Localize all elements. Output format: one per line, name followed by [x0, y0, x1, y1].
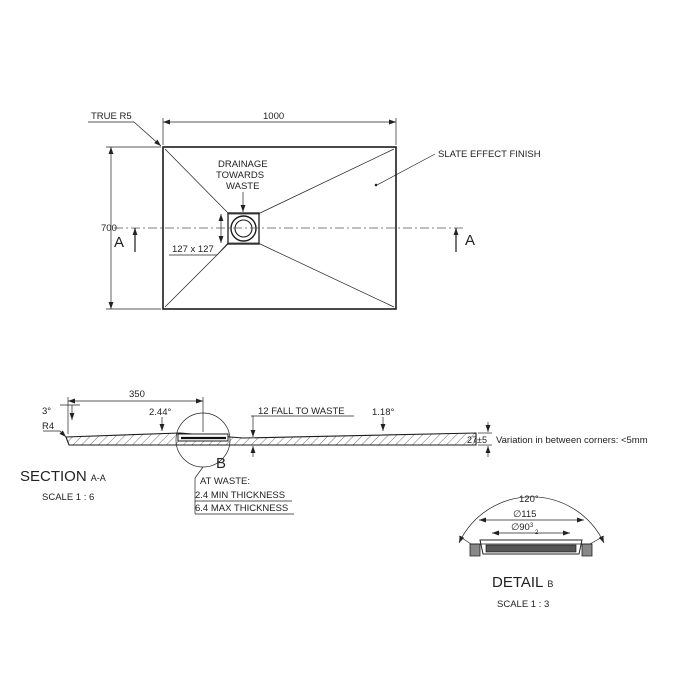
- radius-callout: TRUE R5: [88, 111, 162, 147]
- true-radius-label: TRUE R5: [91, 111, 132, 122]
- edge-radius-label: R4: [42, 421, 54, 432]
- slope-right-label: 1.18°: [372, 407, 394, 418]
- section-marker-right: A: [465, 232, 475, 249]
- section-arrow-right: A: [453, 228, 475, 252]
- waste-fitting-profile: [469, 539, 593, 557]
- waste-note-line-1: AT WASTE:: [200, 476, 250, 487]
- slope-right-callout: 1.18°: [372, 407, 394, 431]
- drainage-line-1: DRAINAGE: [218, 159, 268, 170]
- waste-note: AT WASTE: 2.4 MIN THICKNESS 6.4 MAX THIC…: [194, 466, 294, 515]
- width-dimension: 1000: [162, 111, 397, 145]
- height-dimension: 700: [101, 146, 161, 310]
- waste-drain: [227, 212, 260, 245]
- inner-diameter-tolerance-lower: 2: [535, 530, 539, 536]
- waste-size-label: 127 x 127: [172, 244, 214, 255]
- drainage-line-2: TOWARDS: [216, 170, 264, 181]
- thickness-label: 27±5: [467, 435, 487, 445]
- height-value: 700: [101, 223, 117, 234]
- finish-label: SLATE EFFECT FINISH: [438, 149, 541, 160]
- section-view: B 350 3° R4 2.44° 12 F: [20, 389, 648, 515]
- offset-dimension: 350: [67, 389, 204, 434]
- detail-angle-label: 120°: [519, 494, 539, 505]
- slope-left-callout: 2.44°: [149, 407, 171, 431]
- offset-value: 350: [129, 389, 145, 400]
- variation-label: Variation in between corners: <5mm: [496, 435, 648, 446]
- plan-view: A A 1000 700 TRUE R5 DRAINAGE: [88, 111, 541, 310]
- tray-outline: [162, 146, 397, 310]
- tray-section: [65, 432, 477, 446]
- detail-b-marker: B: [216, 455, 226, 472]
- section-arrow-left: A: [114, 228, 138, 252]
- slope-left-label: 2.44°: [149, 407, 171, 418]
- edge-angle-label: 3°: [42, 406, 51, 417]
- drainage-callout: DRAINAGE TOWARDS WASTE: [216, 159, 268, 212]
- angle-arc: [458, 496, 605, 544]
- drainage-line-3: WASTE: [226, 181, 259, 192]
- fall-callout: 12 FALL TO WASTE: [250, 406, 354, 457]
- waste-size-callout: 127 x 127: [169, 214, 229, 256]
- detail-scale: SCALE 1 : 3: [497, 599, 549, 610]
- section-marker-left: A: [114, 234, 124, 251]
- finish-callout: SLATE EFFECT FINISH: [374, 149, 541, 187]
- section-scale: SCALE 1 : 6: [42, 492, 94, 503]
- thickness-callout: 27±5 Variation in between corners: <5mm: [467, 422, 648, 457]
- outer-diameter-label: ∅115: [513, 509, 536, 520]
- waste-note-line-3: 6.4 MAX THICKNESS: [195, 503, 288, 514]
- edge-radius-callout: R4: [42, 421, 67, 438]
- edge-angle-callout: 3°: [42, 404, 80, 420]
- fall-label: 12 FALL TO WASTE: [258, 406, 345, 417]
- inner-diameter-label: ∅903: [511, 522, 534, 533]
- width-value: 1000: [263, 111, 284, 122]
- waste-note-line-2: 2.4 MIN THICKNESS: [195, 490, 285, 501]
